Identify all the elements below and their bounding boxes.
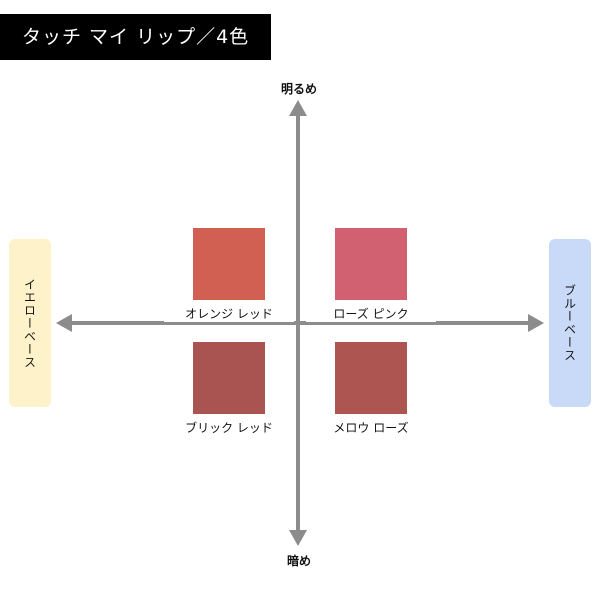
swatch-brick-red bbox=[193, 342, 265, 414]
swatch-rose-pink bbox=[335, 228, 407, 300]
arrow-up-icon bbox=[289, 100, 307, 116]
arrow-down-icon bbox=[289, 530, 307, 546]
swatch-orange-red bbox=[193, 228, 265, 300]
arrow-left-icon bbox=[56, 314, 72, 332]
yellow-base-box: イエローベース bbox=[9, 239, 51, 407]
blue-base-box: ブルーベース bbox=[549, 239, 591, 407]
arrow-right-icon bbox=[528, 314, 544, 332]
blue-base-label: ブルーベース bbox=[562, 284, 577, 362]
axis-label-bright: 明るめ bbox=[280, 82, 317, 96]
axis-label-dark: 暗め bbox=[286, 554, 311, 568]
yellow-base-label: イエローベース bbox=[22, 277, 37, 369]
swatch-mellow-rose bbox=[335, 342, 407, 414]
swatch-label-orange-red: オレンジ レッド bbox=[164, 305, 294, 322]
page-title: タッチ マイ リップ／4色 bbox=[0, 14, 271, 60]
swatch-label-rose-pink: ローズ ピンク bbox=[306, 305, 436, 322]
swatch-label-mellow-rose: メロウ ローズ bbox=[306, 419, 436, 436]
swatch-label-brick-red: ブリック レッド bbox=[164, 419, 294, 436]
